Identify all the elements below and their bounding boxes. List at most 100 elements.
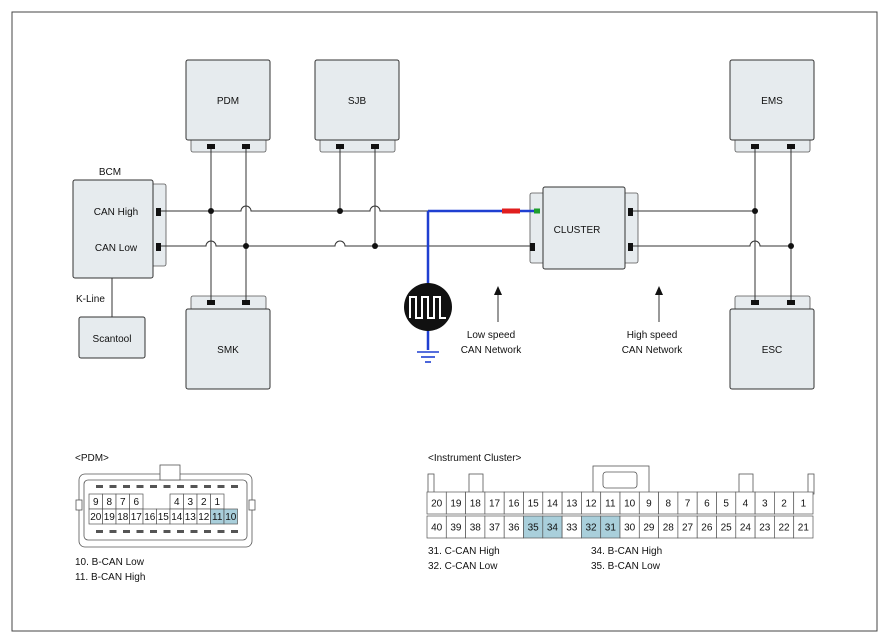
pdm-pin-10: 10: [223, 508, 238, 525]
svg-text:40: 40: [431, 523, 443, 534]
svg-text:36: 36: [508, 523, 520, 534]
scantool-module: Scantool: [78, 316, 146, 359]
cluster-pin-31: 31: [600, 515, 621, 539]
svg-text:39: 39: [450, 523, 462, 534]
cluster-pin-6: 6: [696, 491, 717, 515]
cluster-pin-39: 39: [445, 515, 466, 539]
svg-text:2: 2: [781, 499, 787, 510]
svg-text:16: 16: [144, 512, 156, 523]
svg-text:15: 15: [158, 512, 170, 523]
cluster-pin-35: 35: [523, 515, 544, 539]
ground-icon: [417, 351, 439, 363]
esc-module: ESC: [729, 295, 815, 390]
pdm-pin-20: 20: [88, 508, 103, 525]
ems-label: EMS: [761, 96, 783, 107]
low-speed-label-line2: CAN Network: [461, 345, 523, 356]
cluster-pin-21: 21: [793, 515, 814, 539]
cluster-pin-2: 2: [774, 491, 795, 515]
svg-text:7: 7: [685, 499, 691, 510]
svg-text:34: 34: [547, 523, 559, 534]
svg-text:33: 33: [566, 523, 578, 534]
cluster-pin-12: 12: [581, 491, 602, 515]
cluster-pin-7: 7: [677, 491, 698, 515]
bcm-can-high-label: CAN High: [94, 207, 138, 218]
svg-text:6: 6: [704, 499, 710, 510]
pdm-module: PDM: [185, 59, 271, 153]
cluster-pin-20: 20: [426, 491, 447, 515]
svg-text:10: 10: [225, 512, 237, 523]
pdm-pin-15: 15: [156, 508, 171, 525]
bcm-label: BCM: [99, 167, 121, 178]
svg-text:32: 32: [585, 523, 597, 534]
svg-text:11: 11: [605, 499, 616, 510]
pdm-pin-7: 7: [115, 493, 130, 510]
svg-text:4: 4: [743, 499, 749, 510]
svg-text:25: 25: [721, 523, 733, 534]
kline-label: K-Line: [76, 294, 105, 305]
cluster-pin-29: 29: [638, 515, 659, 539]
pdm-connector-title: <PDM>: [75, 453, 109, 464]
svg-text:9: 9: [646, 499, 652, 510]
high-speed-label-line2: CAN Network: [622, 345, 684, 356]
svg-text:12: 12: [585, 499, 597, 510]
svg-text:8: 8: [106, 497, 112, 508]
svg-text:17: 17: [489, 499, 501, 510]
pdm-pin-19: 19: [102, 508, 117, 525]
svg-text:28: 28: [663, 523, 675, 534]
pdm-pin-9: 9: [88, 493, 103, 510]
pdm-pin-17: 17: [129, 508, 144, 525]
svg-text:9: 9: [93, 497, 99, 508]
svg-text:4: 4: [174, 497, 180, 508]
cluster-pin-4: 4: [735, 491, 756, 515]
pdm-legend-2: 11. B-CAN High: [75, 572, 145, 583]
cluster-legend-35: 35. B-CAN Low: [591, 561, 661, 572]
svg-text:6: 6: [133, 497, 139, 508]
svg-text:17: 17: [131, 512, 143, 523]
high-speed-network-label: High speed CAN Network: [622, 286, 684, 356]
cluster-pin-18: 18: [465, 491, 486, 515]
svg-text:12: 12: [198, 512, 210, 523]
oscilloscope-icon: [404, 283, 452, 331]
svg-text:26: 26: [701, 523, 713, 534]
svg-text:23: 23: [759, 523, 771, 534]
cluster-connector-title: <Instrument Cluster>: [428, 453, 522, 464]
svg-text:1: 1: [801, 499, 807, 510]
pdm-pin-2: 2: [196, 493, 211, 510]
pdm-legend-1: 10. B-CAN Low: [75, 557, 145, 568]
svg-text:14: 14: [547, 499, 559, 510]
high-speed-label-line1: High speed: [627, 330, 678, 341]
cluster-pin-24: 24: [735, 515, 756, 539]
pdm-pin-6: 6: [129, 493, 144, 510]
cluster-pin-11: 11: [600, 491, 621, 515]
sjb-module: SJB: [314, 59, 400, 153]
cluster-pin-37: 37: [484, 515, 505, 539]
cluster-pin-5: 5: [716, 491, 737, 515]
cluster-pin-36: 36: [503, 515, 524, 539]
smk-label: SMK: [217, 345, 239, 356]
pdm-pin-3: 3: [183, 493, 198, 510]
svg-text:24: 24: [740, 523, 752, 534]
cluster-legend-31: 31. C-CAN High: [428, 546, 500, 557]
scantool-label: Scantool: [93, 334, 132, 345]
svg-text:21: 21: [798, 523, 810, 534]
svg-text:8: 8: [665, 499, 671, 510]
can-bus-wiring: [161, 149, 792, 300]
cluster-module: CLUSTER: [529, 186, 639, 270]
cluster-pin-33: 33: [561, 515, 582, 539]
cluster-pin-28: 28: [658, 515, 679, 539]
pdm-pin-18: 18: [115, 508, 130, 525]
cluster-label: CLUSTER: [554, 225, 601, 236]
svg-text:18: 18: [117, 512, 129, 523]
bcm-module: BCM CAN High CAN Low: [72, 167, 167, 279]
cluster-pin-25: 25: [716, 515, 737, 539]
svg-text:35: 35: [528, 523, 540, 534]
cluster-pin-30: 30: [619, 515, 640, 539]
junction-dots: [208, 208, 794, 249]
cluster-pin-23: 23: [754, 515, 775, 539]
cluster-pin-10: 10: [619, 491, 640, 515]
cluster-pin-9: 9: [638, 491, 659, 515]
svg-text:13: 13: [566, 499, 578, 510]
